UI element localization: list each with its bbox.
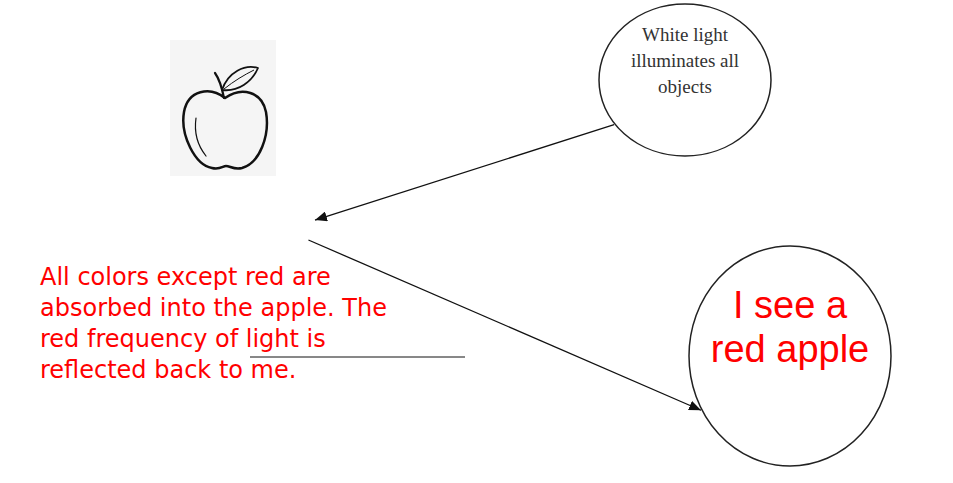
apple-body — [183, 91, 267, 168]
ellipse-label: White light illuminates all objects — [626, 22, 744, 100]
ellipse-shape — [689, 246, 891, 466]
text-block: I see a red apple — [705, 283, 875, 371]
ellipse-label: I see a red apple — [705, 283, 875, 371]
arrow-connector — [308, 240, 701, 410]
light-source-ellipse: White light illuminates all objects — [598, 3, 772, 157]
image-ground — [170, 40, 276, 176]
ellipse-shape — [599, 4, 771, 156]
apple-stem — [215, 73, 224, 98]
arrow-connector — [315, 125, 614, 220]
text-block: All colors except red are absorbed into … — [40, 262, 410, 386]
apple-leaf — [222, 67, 258, 90]
explanation-note: All colors except red are absorbed into … — [40, 262, 410, 386]
observer-ellipse: I see a red apple — [688, 245, 892, 467]
leaf-vein — [224, 70, 254, 89]
text-block: White light illuminates all objects — [626, 22, 744, 100]
apple-figure: All colors except red are absorbed into … — [165, 35, 315, 240]
apple-shine — [195, 118, 206, 156]
